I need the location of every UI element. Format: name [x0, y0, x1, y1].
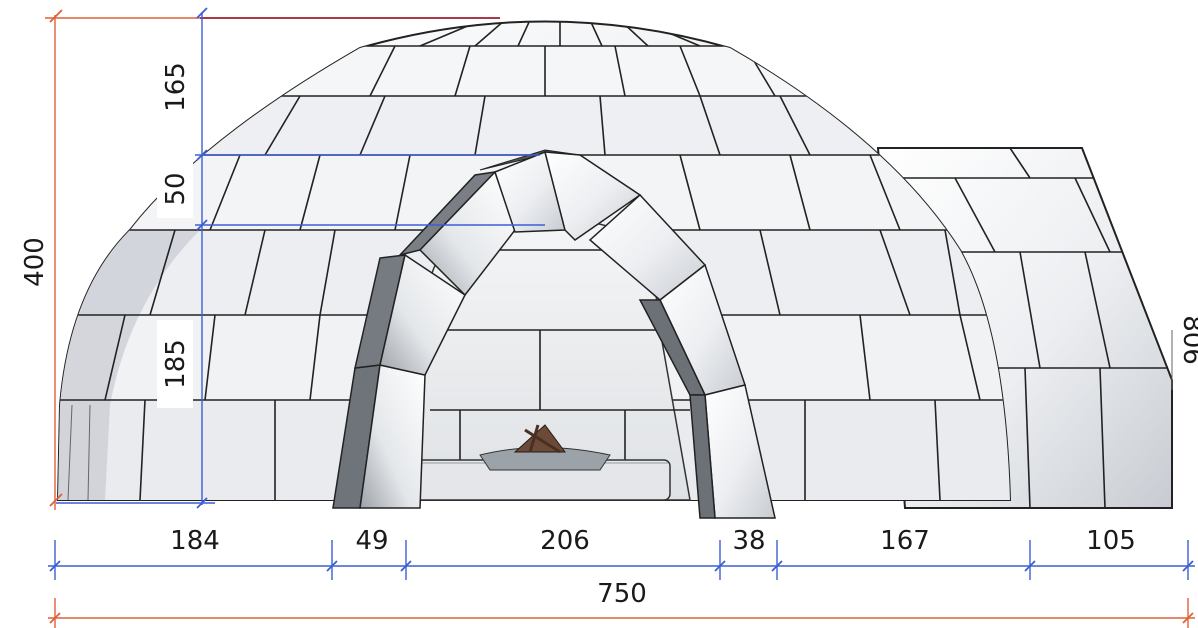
- dim-total-height: 400: [20, 237, 50, 287]
- dim-annex-depth: 806: [1177, 315, 1198, 365]
- dim-seg-door: 206: [540, 526, 590, 556]
- dim-seg-arch-left: 49: [355, 526, 388, 556]
- dim-seg-right: 167: [880, 526, 930, 556]
- dim-door-gap: 50: [161, 172, 191, 205]
- dimension-labels: 400 165 50 185 184 49 206 38 167 105 750…: [20, 48, 1198, 609]
- dimension-lines: [45, 7, 1195, 628]
- dim-seg-arch-right: 38: [732, 526, 765, 556]
- entrance: [332, 149, 776, 519]
- dim-seg-annex: 105: [1086, 526, 1136, 556]
- dim-dome-top: 165: [161, 62, 191, 112]
- dim-wall-lower: 185: [161, 339, 191, 389]
- dim-seg-left: 184: [170, 526, 220, 556]
- dim-total-width: 750: [597, 579, 647, 609]
- fire-pit: [414, 424, 671, 501]
